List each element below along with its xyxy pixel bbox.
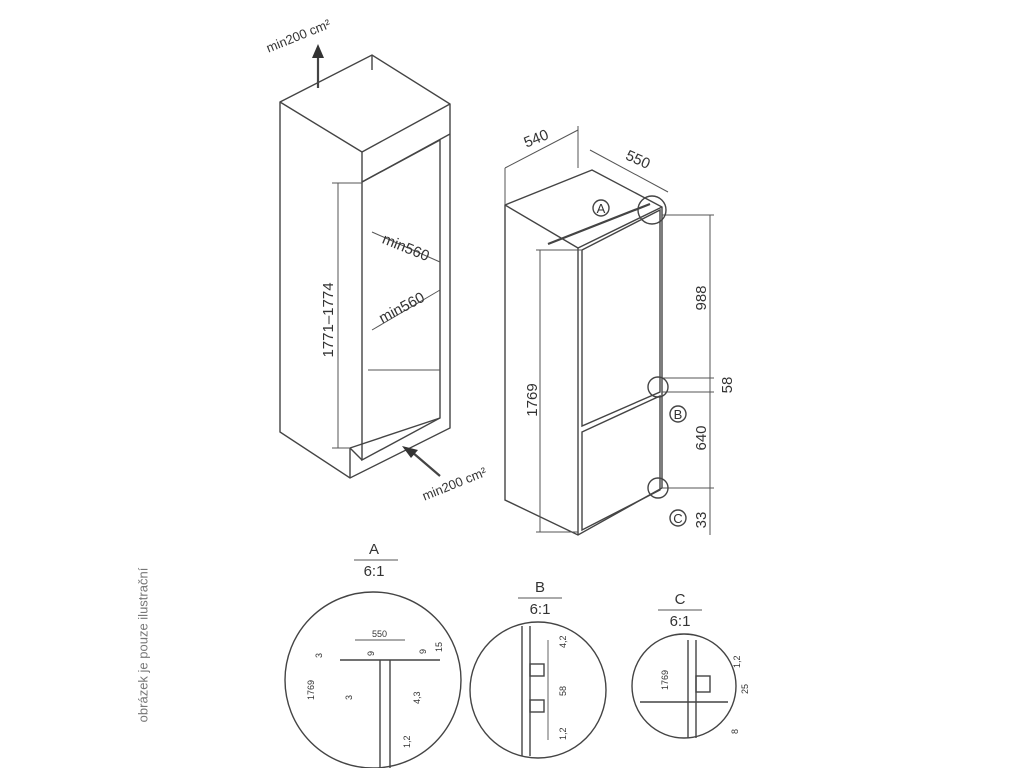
detail-b-circle: [469, 621, 607, 759]
callout-b-tag: [669, 405, 687, 423]
detail-a-scale: 6:1: [364, 563, 385, 580]
callout-c-tag: [669, 509, 687, 527]
niche-depth-dimension: [371, 289, 441, 331]
cabinet-edge: [349, 447, 363, 461]
depth-dimension: [589, 149, 669, 193]
illustration-note: obrázek je pouze ilustrační: [133, 540, 153, 750]
cabinet-edge: [349, 417, 441, 449]
cabinet-edge: [279, 101, 363, 153]
callout-b-label: B: [674, 407, 683, 422]
height-label: 1769: [524, 383, 541, 416]
cabinet-edge: [361, 103, 451, 153]
detail-a-dim-6: 1769: [306, 680, 316, 700]
callout-a-circle: [637, 195, 667, 225]
top-trim: [547, 202, 651, 246]
detail-a-dim-5: 15: [434, 642, 444, 652]
width-dimension: [504, 129, 579, 169]
detail-b-scale: 6:1: [530, 601, 551, 618]
depth-label: 550: [623, 147, 653, 173]
detail-a-circle: [284, 591, 462, 768]
appliance-outline: [504, 169, 663, 536]
detail-c-title: C: [675, 591, 686, 608]
detail-b: B 6:1 4,2 58 1,2: [469, 579, 607, 759]
detail-a-dim-9: 1,2: [402, 735, 412, 748]
detail-a-dim-4: 9: [418, 649, 428, 654]
cabinet-drawing: 1771–1774 min560 min560 min200 cm² min20…: [264, 16, 489, 504]
detail-c-dim-3: 25: [740, 684, 750, 694]
bottom-vent-label: min200 cm²: [420, 464, 489, 504]
appliance-edge: [504, 204, 579, 249]
callout-b-circle: [647, 376, 669, 398]
detail-c-dim-1: 1,2: [732, 655, 742, 668]
bottom-offset-label: 33: [693, 512, 710, 529]
detail-b-title: B: [535, 579, 545, 596]
detail-a-dim-2: 3: [314, 653, 324, 658]
detail-c-scale: 6:1: [670, 613, 691, 630]
detail-a-dim-1: 550: [372, 629, 387, 639]
detail-c: C 6:1 1,2 1769 25 8: [631, 591, 750, 739]
niche-width-dimension: [371, 231, 441, 263]
detail-b-hinge-top: [529, 663, 545, 677]
detail-c-dim-2: 1769: [660, 670, 670, 690]
detail-a-dim-7: 3: [344, 695, 354, 700]
detail-c-dim-4: 8: [730, 729, 740, 734]
lower-door-label: 640: [693, 425, 710, 450]
gap-label: 58: [719, 377, 736, 394]
niche-height-label: 1771–1774: [320, 282, 337, 357]
detail-a-dim-8: 4,3: [412, 691, 422, 704]
niche-width-label: min560: [380, 231, 432, 265]
top-vent-arrowhead: [312, 44, 324, 58]
callout-a-label: A: [597, 201, 606, 216]
detail-a: A 6:1 550 3 9 9 15 1769 3 4,3 1,2: [284, 541, 462, 768]
niche-depth-label: min560: [376, 289, 427, 327]
upper-door: [581, 208, 661, 428]
detail-a-title: A: [369, 541, 379, 558]
width-label: 540: [522, 126, 552, 151]
detail-c-bracket: [695, 675, 711, 693]
top-vent-label: min200 cm²: [264, 16, 333, 56]
detail-b-dim-3: 1,2: [558, 727, 568, 740]
detail-b-hinge-bottom: [529, 699, 545, 713]
detail-a-dim-3: 9: [366, 651, 376, 656]
detail-b-dim-2: 58: [558, 686, 568, 696]
lower-door: [581, 394, 661, 532]
callout-c-circle: [647, 477, 669, 499]
illustration-note-text: obrázek je pouze ilustrační: [135, 567, 151, 723]
detail-b-dim-1: 4,2: [558, 635, 568, 648]
bottom-vent-arrow: [411, 451, 441, 477]
callout-a-tag: [592, 199, 610, 217]
detail-c-circle: [631, 633, 737, 739]
appliance-drawing: 540 550 1769 988 58 640 33 A B C: [504, 126, 736, 536]
upper-door-label: 988: [693, 285, 710, 310]
appliance-edge: [577, 206, 663, 249]
bottom-vent-arrowhead: [402, 446, 418, 458]
callout-c-label: C: [673, 511, 682, 526]
